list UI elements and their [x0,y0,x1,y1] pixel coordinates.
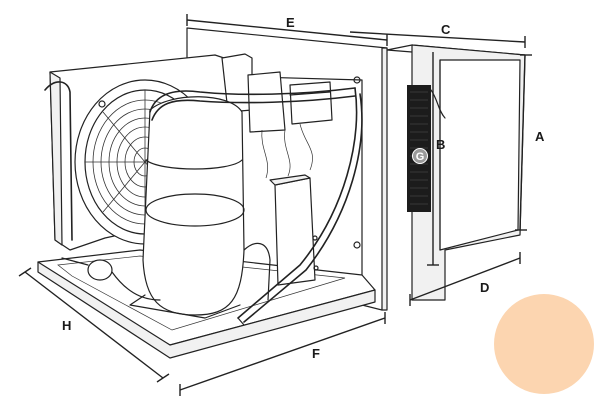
dim-label-b: B [436,137,445,152]
dim-label-c: C [441,22,451,37]
grille-label-badge [412,148,428,164]
compressor [129,87,356,319]
decorative-circle [494,294,594,394]
dimension-lines [18,14,532,396]
dim-label-f: F [312,346,320,361]
dim-label-g: G [416,151,425,163]
dim-label-h: H [62,318,71,333]
refrigerant-piping [61,87,363,326]
dim-label-e: E [286,15,295,30]
dim-label-a: A [535,129,545,144]
rear-cabinet: G [386,44,526,301]
dim-label-d: D [480,280,489,295]
